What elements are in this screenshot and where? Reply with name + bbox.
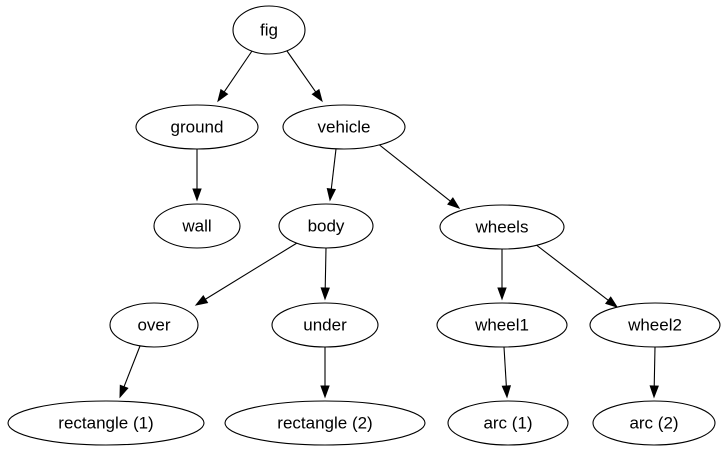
node-ellipse-shape [224,400,426,446]
graph-node-under[interactable]: under [271,302,379,348]
graph-node-wheel2[interactable]: wheel2 [589,302,721,348]
node-label-fig: fig [260,20,278,39]
edge-arrowhead-icon [311,88,323,103]
node-label-ground: ground [171,117,224,136]
node-ellipse-shape [232,5,306,55]
edge-arrowhead-icon [326,188,337,202]
node-label-wheel1: wheel1 [474,315,529,334]
graph-edge [286,50,323,103]
graph-edge [376,142,461,209]
graph-node-fig[interactable]: fig [232,5,306,55]
node-ellipse-shape [592,400,716,446]
node-label-vehicle: vehicle [318,117,371,136]
graph-edge [217,50,253,103]
node-label-wall: wall [181,216,211,235]
node-label-under: under [303,315,347,334]
graph-edge [192,149,202,202]
edge-arrowhead-icon [447,197,461,209]
node-ellipse-shape [278,203,374,249]
graph-edge [194,242,298,306]
node-label-wheels: wheels [475,217,529,236]
graph-edge [119,345,141,399]
edge-line [653,346,656,387]
node-label-over: over [137,315,170,334]
node-label-rectangle1: rectangle (1) [58,413,153,432]
graph-node-wheels[interactable]: wheels [439,204,565,250]
edge-arrowhead-icon [497,287,507,301]
graph-node-arc1[interactable]: arc (1) [447,400,569,446]
node-label-arc1: arc (1) [483,413,532,432]
node-ellipse-shape [282,104,406,150]
edge-line [324,247,327,289]
node-ellipse-shape [447,400,569,446]
graph-edge [649,346,659,399]
edge-arrowhead-icon [119,384,129,399]
graph-edge [320,347,330,399]
node-ellipse-shape [135,104,259,150]
edge-line [223,50,253,93]
graph-edge [497,249,507,301]
graph-node-rectangle2[interactable]: rectangle (2) [224,400,426,446]
edge-arrowhead-icon [501,385,512,399]
edge-line [330,148,337,190]
edge-line [205,242,298,300]
node-ellipse-shape [153,203,241,249]
graph-node-over[interactable]: over [109,302,199,348]
node-label-wheel2: wheel2 [627,315,682,334]
edge-arrowhead-icon [320,385,330,399]
graph-node-wheel1[interactable]: wheel1 [436,302,568,348]
node-label-body: body [308,216,345,235]
graph-node-vehicle[interactable]: vehicle [282,104,406,150]
edge-arrowhead-icon [320,287,330,301]
node-ellipse-shape [439,204,565,250]
edges-layer [119,50,659,399]
graph-node-rectangle1[interactable]: rectangle (1) [7,400,205,446]
graph-edge [534,243,619,308]
node-ellipse-shape [109,302,199,348]
graph-edge [326,148,337,202]
graph-node-ground[interactable]: ground [135,104,259,150]
edge-line [286,50,317,93]
edge-line [123,345,141,387]
edge-arrowhead-icon [649,385,659,399]
node-label-arc2: arc (2) [629,413,678,432]
edge-line [534,243,609,301]
node-ellipse-shape [7,400,205,446]
node-ellipse-shape [436,302,568,348]
edge-arrowhead-icon [217,88,229,103]
graph-node-arc2[interactable]: arc (2) [592,400,716,446]
graph-node-body[interactable]: body [278,203,374,249]
graph-node-wall[interactable]: wall [153,203,241,249]
graph-edge [501,346,512,399]
edge-arrowhead-icon [194,294,209,306]
node-ellipse-shape [271,302,379,348]
nodes-layer: fig ground vehicle wall body wheels over under w… [7,5,721,446]
edge-line [376,142,451,202]
edge-arrowhead-icon [192,188,202,202]
graph-edge [320,247,330,301]
node-label-rectangle2: rectangle (2) [277,413,372,432]
edge-arrowhead-icon [605,296,619,308]
edge-line [503,346,507,387]
node-ellipse-shape [589,302,721,348]
